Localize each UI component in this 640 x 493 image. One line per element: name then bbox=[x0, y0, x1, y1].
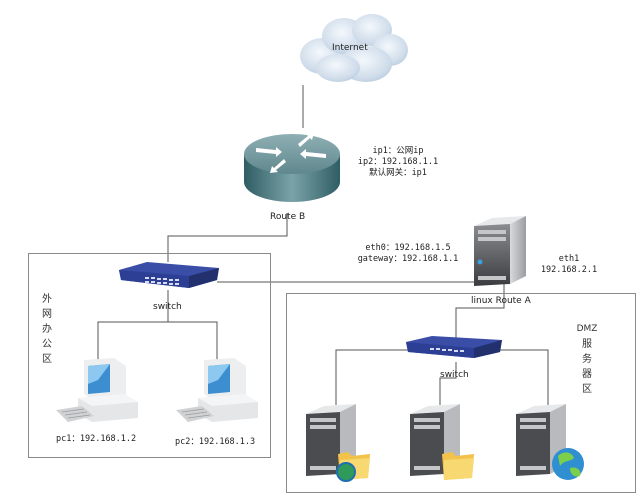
route-a-eth0-notes: eth0：192.168.1.5 gateway：192.168.1.1 bbox=[352, 243, 464, 265]
zone-label-char: 办 bbox=[42, 324, 52, 335]
wire-routea-switch2 bbox=[455, 273, 505, 338]
pc2-label: pc2：192.168.1.3 bbox=[175, 437, 256, 447]
router-b-note: ip2：192.168.1.1 bbox=[357, 157, 439, 167]
eth0-note: gateway：192.168.1.1 bbox=[357, 254, 459, 264]
wire-switch2-mid bbox=[439, 362, 457, 405]
web-server-icon bbox=[516, 404, 584, 480]
zone-label-char: 区 bbox=[42, 354, 52, 365]
zone-label-char: DMZ bbox=[576, 324, 598, 334]
office-zone-label: 外 网 办 公 区 bbox=[40, 292, 54, 367]
folder-icon bbox=[442, 452, 474, 480]
router-icon bbox=[244, 133, 340, 202]
globe-icon bbox=[337, 463, 355, 481]
wire-switch2-left bbox=[335, 349, 410, 405]
wire-to-pcs bbox=[97, 321, 218, 368]
desktop-computer-icon bbox=[56, 358, 138, 422]
router-b-notes: ip1：公网ip ip2：192.168.1.1 默认网关：ip1 bbox=[356, 146, 440, 179]
router-b bbox=[240, 128, 344, 206]
wire-switch2-right bbox=[498, 349, 549, 405]
zone-label-char: 外 bbox=[42, 294, 52, 305]
switch-icon bbox=[406, 336, 502, 358]
zone-label-char: 公 bbox=[42, 339, 52, 350]
eth1-note: 192.168.2.1 bbox=[540, 265, 598, 275]
zone-label-char: 务 bbox=[582, 354, 592, 365]
pc1 bbox=[52, 358, 142, 428]
router-b-label: Route B bbox=[270, 212, 306, 222]
internet-cloud: Internet bbox=[292, 6, 412, 90]
zone-label-char: 服 bbox=[582, 339, 592, 350]
zone-label-char: 区 bbox=[582, 384, 592, 395]
zone-label-char: 网 bbox=[42, 309, 52, 320]
router-b-note: ip1：公网ip bbox=[372, 146, 424, 156]
office-switch bbox=[117, 260, 221, 290]
route-a-label: linux Route A bbox=[471, 296, 531, 306]
dmz-server-1 bbox=[302, 400, 374, 484]
internet-label: Internet bbox=[332, 43, 368, 53]
pc1-label: pc1：192.168.1.2 bbox=[56, 434, 137, 444]
file-web-server-icon bbox=[306, 404, 370, 482]
dmz-switch-label: switch bbox=[440, 370, 469, 380]
route-a-eth1-notes: eth1 192.168.2.1 bbox=[536, 254, 602, 276]
wire-routerb-switch1 bbox=[167, 213, 288, 262]
router-b-note: 默认网关：ip1 bbox=[369, 168, 427, 178]
eth0-note: eth0：192.168.1.5 bbox=[365, 243, 451, 253]
dmz-server-3 bbox=[512, 400, 588, 484]
linux-route-a bbox=[470, 212, 530, 292]
dmz-zone-label: DMZ 服 务 器 区 bbox=[575, 322, 599, 397]
office-zone bbox=[28, 253, 271, 458]
dmz-switch bbox=[404, 334, 504, 362]
desktop-computer-icon bbox=[176, 358, 258, 422]
eth1-note: eth1 bbox=[558, 254, 580, 264]
file-server-icon bbox=[410, 404, 474, 480]
pc2 bbox=[172, 358, 262, 428]
dmz-server-2 bbox=[406, 400, 478, 484]
zone-label-char: 器 bbox=[582, 369, 592, 380]
switch-icon bbox=[119, 262, 219, 288]
server-tower-icon bbox=[474, 216, 526, 286]
office-switch-label: switch bbox=[153, 302, 182, 312]
cloud-icon bbox=[300, 14, 408, 82]
